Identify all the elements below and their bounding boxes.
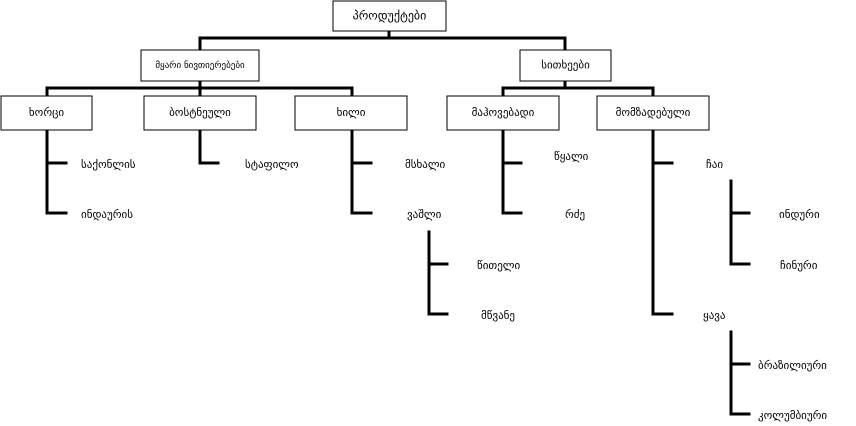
node-refreshing: მაჰოვებადი xyxy=(446,95,560,131)
leaf-brazilian: ბრაზილიური xyxy=(758,359,827,372)
leaf-indian: ინდური xyxy=(779,208,820,221)
node-meat-label: ხორცი xyxy=(29,106,64,119)
node-prepared: მომზადებული xyxy=(596,95,710,131)
leaf-labels: საქონლის ინდაურის სტაფილო მსხალი ვაშლი წ… xyxy=(81,150,827,422)
leaf-colombian: კოლუმბიური xyxy=(758,409,827,422)
leaf-apple: ვაშლი xyxy=(407,208,442,221)
leaf-water: წყალი xyxy=(554,150,589,163)
node-refreshing-label: მაჰოვებადი xyxy=(472,106,535,119)
leaf-milk: რძე xyxy=(565,208,585,221)
leaf-tea: ჩაი xyxy=(706,158,723,171)
leaf-strawberry: სტაფილო xyxy=(245,158,299,171)
leaf-red: წითელი xyxy=(477,259,520,272)
connectors xyxy=(45,29,751,416)
node-root-label: პროდუქტები xyxy=(353,9,427,23)
node-fruit-label: ხილი xyxy=(337,106,366,119)
node-solid-food: მყარი ნივთიერებები xyxy=(140,49,260,82)
leaf-turkey: ინდაურის xyxy=(81,208,133,221)
node-liquids: სითხეები xyxy=(519,49,612,82)
leaf-beef: საქონლის xyxy=(81,158,136,171)
leaf-chinese: ჩინური xyxy=(780,259,818,272)
node-liquids-label: სითხეები xyxy=(541,59,590,72)
leaf-coffee: ყავა xyxy=(703,309,726,322)
node-meat: ხორცი xyxy=(0,95,93,131)
node-fruit: ხილი xyxy=(294,95,408,131)
node-vegetables-label: ბოსტნეული xyxy=(169,106,231,119)
node-vegetables: ბოსტნეული xyxy=(143,95,257,131)
node-root: პროდუქტები xyxy=(332,0,447,32)
leaf-peach: მსხალი xyxy=(405,158,446,171)
node-prepared-label: მომზადებული xyxy=(616,106,691,119)
node-solid-food-label: მყარი ნივთიერებები xyxy=(155,60,245,71)
leaf-green: მწვანე xyxy=(481,309,515,322)
